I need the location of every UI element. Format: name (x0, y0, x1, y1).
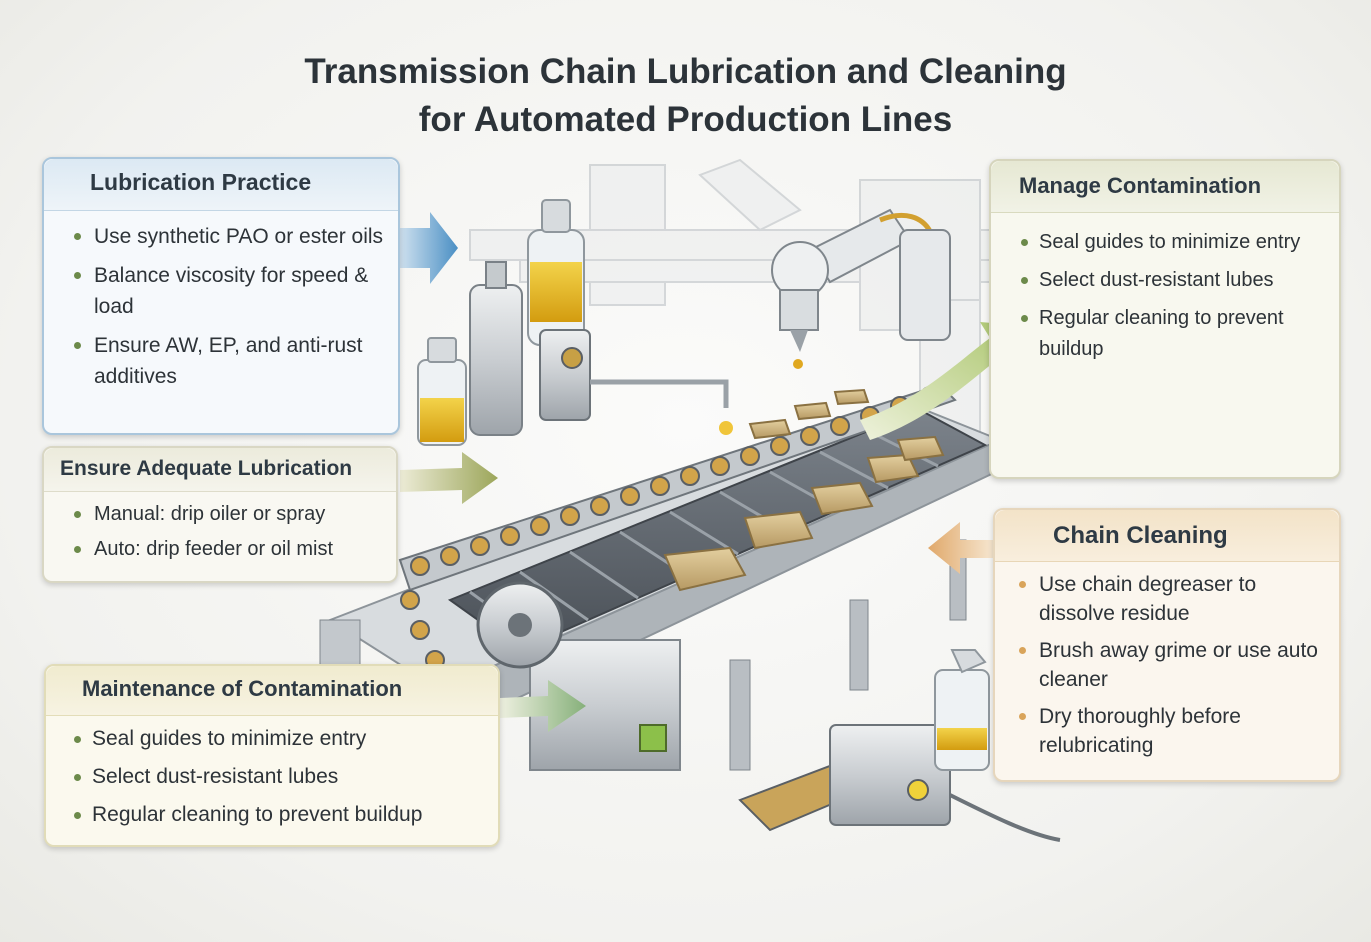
main-subtitle: for Automated Production Lines (418, 100, 953, 139)
arrow-maintenance (500, 680, 586, 732)
list-item: Balance viscosity for speed & load (74, 260, 384, 322)
arrow-cleaning (928, 522, 993, 574)
bullet-icon (1019, 581, 1026, 588)
panel-heading: Lubrication Practice (44, 159, 398, 211)
arrow-lubrication (400, 212, 458, 284)
arrow-adequate (400, 452, 498, 504)
chain-cleaning-machine-icon (738, 649, 1061, 842)
bullet-icon (74, 736, 81, 743)
bullet-icon (74, 546, 81, 553)
bullet-icon (1019, 647, 1026, 654)
panel-heading: Manage Contamination (991, 161, 1339, 213)
list-item: Select dust-resistant lubes (74, 762, 488, 792)
panel-lubrication-practice: Lubrication Practice Use synthetic PAO o… (42, 157, 400, 435)
bullet-icon (74, 774, 81, 781)
bullet-icon (1021, 239, 1028, 246)
list-item: Manual: drip oiler or spray (74, 500, 386, 528)
list-item: Brush away grime or use auto cleaner (1019, 636, 1331, 694)
list-item: Auto: drip feeder or oil mist (74, 535, 386, 563)
list-item: Seal guides to minimize entry (1021, 227, 1333, 258)
list-item: Use chain degreaser to dissolve residue (1019, 570, 1331, 628)
list-item: Select dust-resistant lubes (1021, 265, 1333, 296)
arrow-manage (860, 322, 1030, 440)
main-title: Transmission Chain Lubrication and Clean… (304, 52, 1067, 91)
panel-chain-cleaning: Chain Cleaning Use chain degreaser to di… (993, 508, 1341, 782)
panel-ensure-adequate-lubrication: Ensure Adequate Lubrication Manual: drip… (42, 446, 398, 583)
bullet-list: Seal guides to minimize entry Select dus… (991, 213, 1339, 365)
bullet-list: Manual: drip oiler or spray Auto: drip f… (44, 492, 396, 563)
list-item: Seal guides to minimize entry (74, 724, 488, 754)
list-item: Dry thoroughly before relubricating (1019, 702, 1331, 760)
bullet-icon (1021, 277, 1028, 284)
list-item: Ensure AW, EP, and anti-rust additives (74, 330, 384, 392)
bullet-icon (74, 342, 81, 349)
panel-heading: Maintenance of Contamination (46, 666, 498, 716)
bullet-icon (74, 272, 81, 279)
oil-drop-icon (719, 421, 733, 435)
bullet-icon (1021, 315, 1028, 322)
bullet-icon (74, 233, 81, 240)
bullet-icon (74, 812, 81, 819)
list-item: Regular cleaning to prevent buildup (74, 800, 488, 830)
bullet-list: Use synthetic PAO or ester oils Balance … (44, 211, 398, 392)
bullet-icon (1019, 713, 1026, 720)
oil-feed-pipe (590, 379, 729, 408)
oil-bottle-icon (527, 199, 591, 421)
panel-maintenance-of-contamination: Maintenance of Contamination Seal guides… (44, 664, 500, 847)
bullet-list: Use chain degreaser to dissolve residue … (995, 562, 1339, 760)
product-boxes (663, 388, 945, 592)
list-item: Use synthetic PAO or ester oils (74, 221, 384, 252)
spray-can-icon (469, 261, 523, 436)
bullet-list: Seal guides to minimize entry Select dus… (46, 716, 498, 830)
panel-heading: Ensure Adequate Lubrication (44, 448, 396, 492)
panel-heading: Chain Cleaning (995, 510, 1339, 562)
robot-arm-icon (771, 208, 951, 369)
small-oil-jar-icon (417, 337, 467, 446)
panel-manage-contamination: Manage Contamination Seal guides to mini… (989, 159, 1341, 479)
list-item: Regular cleaning to prevent buildup (1021, 303, 1333, 365)
bullet-icon (74, 511, 81, 518)
